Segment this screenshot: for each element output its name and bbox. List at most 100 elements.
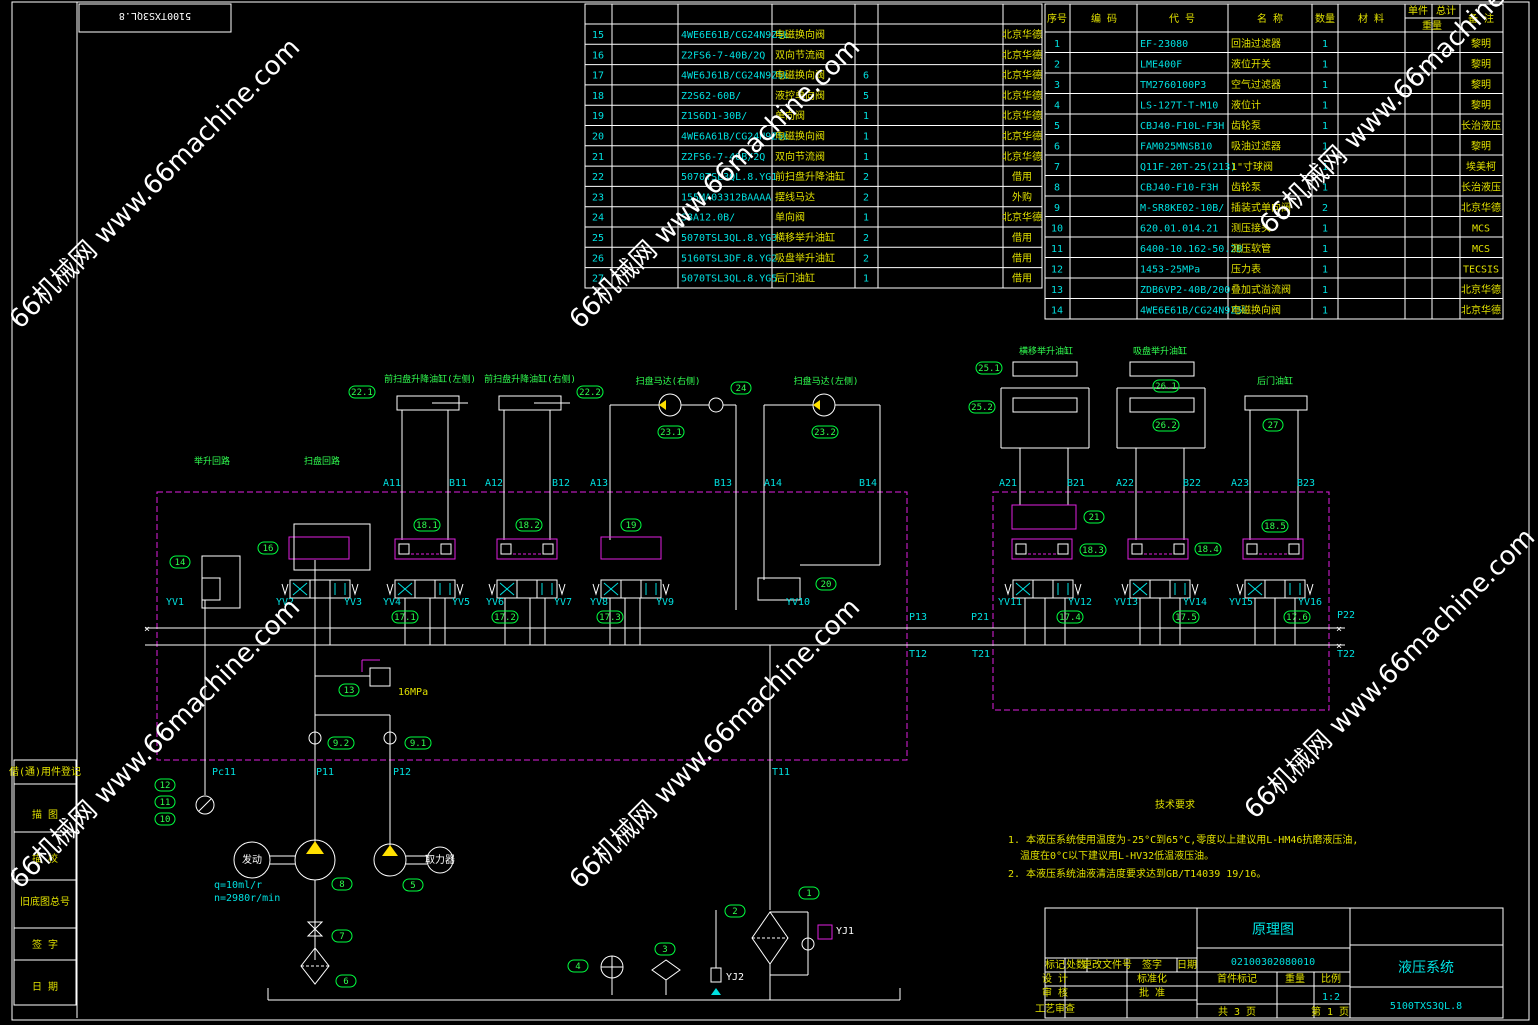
bubble-label bbox=[968, 400, 996, 414]
table-a-qty: 1 bbox=[863, 132, 869, 143]
bubble-text: 1 bbox=[806, 889, 811, 899]
th-qty: 数量 bbox=[1315, 12, 1335, 25]
bubble-label bbox=[596, 610, 624, 624]
table-b-model: CBJ40-F10L-F3H bbox=[1140, 121, 1224, 132]
bubble-text: 5 bbox=[410, 881, 415, 891]
bubble-label bbox=[1083, 510, 1105, 524]
bubble-label bbox=[811, 425, 839, 439]
bubble-label bbox=[798, 886, 820, 900]
table-b-model: M-SR8KE02-10B/ bbox=[1140, 203, 1224, 214]
port-label: B13 bbox=[714, 478, 732, 489]
valve-16-body bbox=[288, 536, 350, 560]
pump-8 bbox=[294, 839, 336, 881]
table-a-note: 外购 bbox=[1012, 190, 1032, 203]
table-b-model: LS-127T-T-M10 bbox=[1140, 101, 1218, 112]
bubble-text: 27 bbox=[1268, 421, 1279, 431]
bubble-text: 17.2 bbox=[494, 613, 516, 623]
table-b-note: 北京华德 bbox=[1461, 201, 1501, 214]
table-b-no: 10 bbox=[1051, 224, 1063, 235]
table-a-code: 4WE6A61B/CG24N9Z5L bbox=[681, 132, 789, 143]
port-label: P12 bbox=[393, 767, 411, 778]
bubble-label bbox=[567, 959, 589, 973]
pto-symbol bbox=[426, 846, 454, 874]
motor-23-2 bbox=[763, 393, 881, 580]
table-b-qty: 1 bbox=[1322, 121, 1328, 132]
table-a-no: 20 bbox=[592, 132, 604, 143]
solenoid-label: YV8 bbox=[590, 597, 608, 608]
solenoid-label: YV15 bbox=[1229, 597, 1253, 608]
table-a-code: 4WE6E61B/CG24N9Z5L bbox=[681, 30, 789, 41]
table-a-code: 4WE6J61B/CG24N9Z5L bbox=[681, 71, 789, 82]
port-label: P13 bbox=[909, 612, 927, 623]
table-b-qty: 1 bbox=[1322, 265, 1328, 276]
table-a-name: 后门油缸 bbox=[775, 272, 815, 285]
tech-req-title: 技术要求 bbox=[1155, 798, 1195, 811]
table-a-no: 15 bbox=[592, 30, 604, 41]
strip-label-5: 日 期 bbox=[32, 981, 58, 993]
bubble-text: 7 bbox=[339, 932, 344, 942]
bubble-text: 14 bbox=[175, 558, 186, 568]
solenoid-label: YV2 bbox=[276, 597, 294, 608]
port-label: T21 bbox=[972, 649, 990, 660]
actuator-label-c5: 后门油缸 bbox=[1257, 375, 1293, 387]
table-a-qty: 1 bbox=[863, 152, 869, 163]
table-b-name: 回油过滤器 bbox=[1231, 37, 1281, 50]
strip-label-1: 描 图 bbox=[32, 808, 58, 821]
bubble-label bbox=[491, 610, 519, 624]
port-label: B22 bbox=[1183, 478, 1201, 489]
tech-req-line2: 温度在0°C以下建议用L-HV32低温液压油。 bbox=[1020, 849, 1214, 862]
table-b-model: ZDB6VP2-40B/200 bbox=[1140, 285, 1230, 296]
table-a-name: 电磁换向阀 bbox=[775, 28, 825, 41]
table-b-no: 8 bbox=[1054, 183, 1060, 194]
tech-req-line1: 1. 本液压系统使用温度为-25°C到65°C,零度以上建议用L-HM46抗磨液… bbox=[1008, 833, 1358, 846]
table-b-no: 3 bbox=[1054, 80, 1060, 91]
bubble-label bbox=[335, 974, 357, 988]
table-b-name: 叠加式溢流阀 bbox=[1231, 283, 1291, 296]
bubble-label bbox=[1079, 543, 1107, 557]
cylinder-22-1 bbox=[396, 395, 468, 540]
outer-frame bbox=[11, 1, 1530, 1021]
th-model: 代 号 bbox=[1169, 13, 1195, 25]
yj1-label: YJ1 bbox=[836, 926, 854, 937]
title-block-label: 比例 bbox=[1321, 972, 1341, 985]
check-valve-9-1 bbox=[383, 731, 397, 745]
bubble-label bbox=[815, 577, 837, 591]
title-block-label: 更改文件号 bbox=[1082, 958, 1132, 971]
table-a-qty: 2 bbox=[863, 253, 869, 264]
title-block-label: 设 计 bbox=[1042, 972, 1068, 985]
pump-spec-n: n=2980r/min bbox=[214, 893, 280, 904]
port-label: A14 bbox=[764, 478, 782, 489]
table-b-no: 2 bbox=[1054, 60, 1060, 71]
pump-5 bbox=[373, 843, 407, 877]
system-name: 液压系统 bbox=[1398, 960, 1454, 976]
table-a-note: 借用 bbox=[1012, 171, 1032, 183]
port-label: B21 bbox=[1067, 478, 1085, 489]
drawing-title: 原理图 bbox=[1252, 922, 1294, 938]
table-b-model: EF-23080 bbox=[1140, 39, 1188, 50]
bubble-label bbox=[402, 878, 424, 892]
solenoid-label: YV9 bbox=[656, 597, 674, 608]
strip-label-3: 旧底图总号 bbox=[20, 895, 70, 908]
bubble-label bbox=[515, 518, 543, 532]
left-register-strip: 借(通)用件登记 描 图 描 校 旧底图总号 签 字 日 期 bbox=[9, 759, 81, 1006]
table-a-qty: 1 bbox=[863, 111, 869, 122]
table-a-qty: 1 bbox=[863, 274, 869, 285]
table-b-note: MCS bbox=[1472, 224, 1490, 235]
tech-req-line3: 2. 本液压系统油液清洁度要求达到GB/T14039 19/16。 bbox=[1008, 867, 1266, 880]
title-block-label: 审 核 bbox=[1042, 986, 1068, 999]
pump-spec-q: q=10ml/r bbox=[214, 880, 262, 891]
table-b-note: TECSIS bbox=[1463, 265, 1499, 276]
cylinder-22-2 bbox=[498, 395, 570, 540]
strip-label-2: 描 校 bbox=[32, 852, 58, 865]
watermark-text: 66机械网 www.66machine.com bbox=[564, 593, 866, 895]
table-a-code: Z2FS6-7-40B/2Q bbox=[681, 152, 765, 163]
solenoid-label: YV11 bbox=[998, 597, 1022, 608]
port-label: B23 bbox=[1297, 478, 1315, 489]
bubble-label bbox=[1152, 379, 1180, 393]
motor-23-1 bbox=[609, 393, 737, 610]
bubble-text: 19 bbox=[626, 521, 637, 531]
table-a-no: 26 bbox=[592, 253, 604, 264]
solenoid-label: YV13 bbox=[1114, 597, 1138, 608]
scale-value: 1:2 bbox=[1322, 992, 1340, 1003]
